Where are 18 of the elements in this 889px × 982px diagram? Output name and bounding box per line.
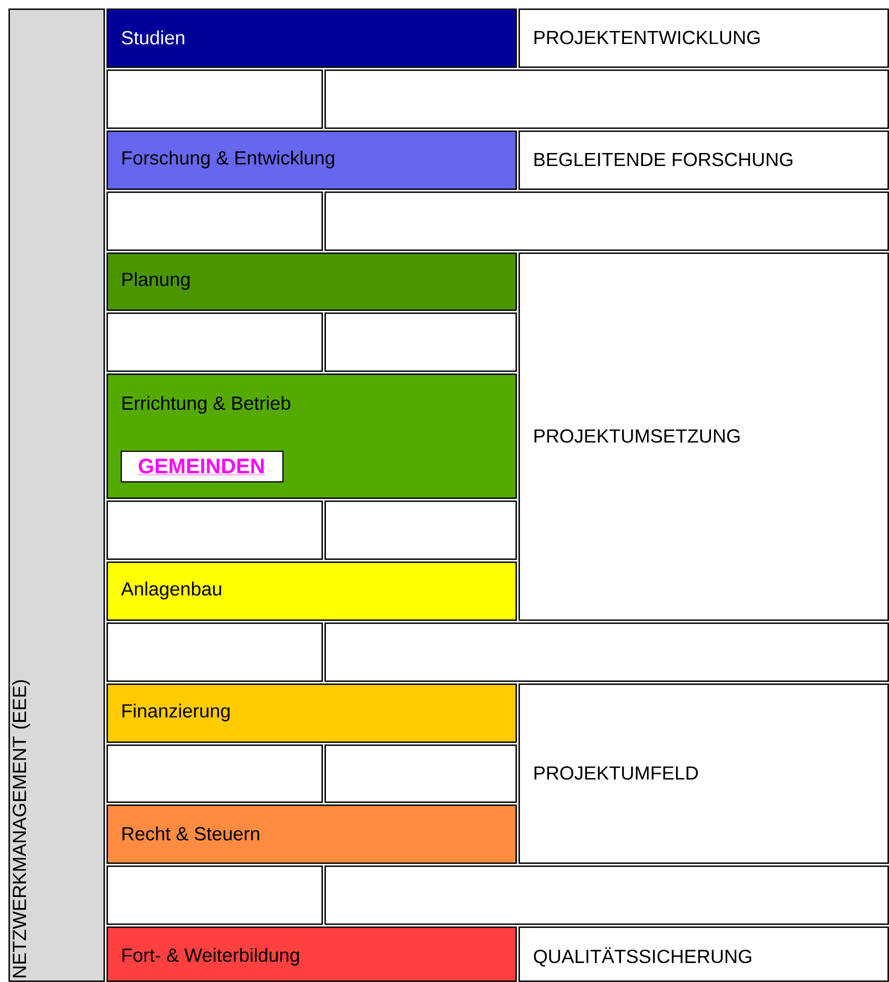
link-label: GEMEINDEN — [120, 450, 284, 482]
empty-cell — [106, 622, 323, 682]
category-box: Recht & Steuern — [106, 804, 517, 864]
side-column: NETZWERKMANAGEMENT (EEE) — [8, 8, 105, 982]
phase-box: BEGLEITENDE FORSCHUNG — [518, 130, 889, 190]
category-box: Fort- & Weiterbildung — [106, 926, 517, 982]
category-box: Finanzierung — [106, 684, 517, 743]
phase-box: PROJEKTENTWICKLUNG — [518, 8, 889, 68]
phase-box: PROJEKTUMSETZUNG — [518, 252, 889, 621]
category-box: Studien — [106, 8, 517, 68]
category-box: Anlagenbau — [106, 562, 517, 621]
category-box: Planung — [106, 252, 517, 311]
empty-cell — [106, 192, 323, 251]
empty-cell — [106, 70, 323, 129]
empty-cell — [106, 866, 323, 925]
category-box: Forschung & Entwicklung — [106, 130, 517, 190]
phase-box: QUALITÄTSSICHERUNG — [518, 926, 889, 982]
phase-box: PROJEKTUMFELD — [518, 684, 889, 864]
